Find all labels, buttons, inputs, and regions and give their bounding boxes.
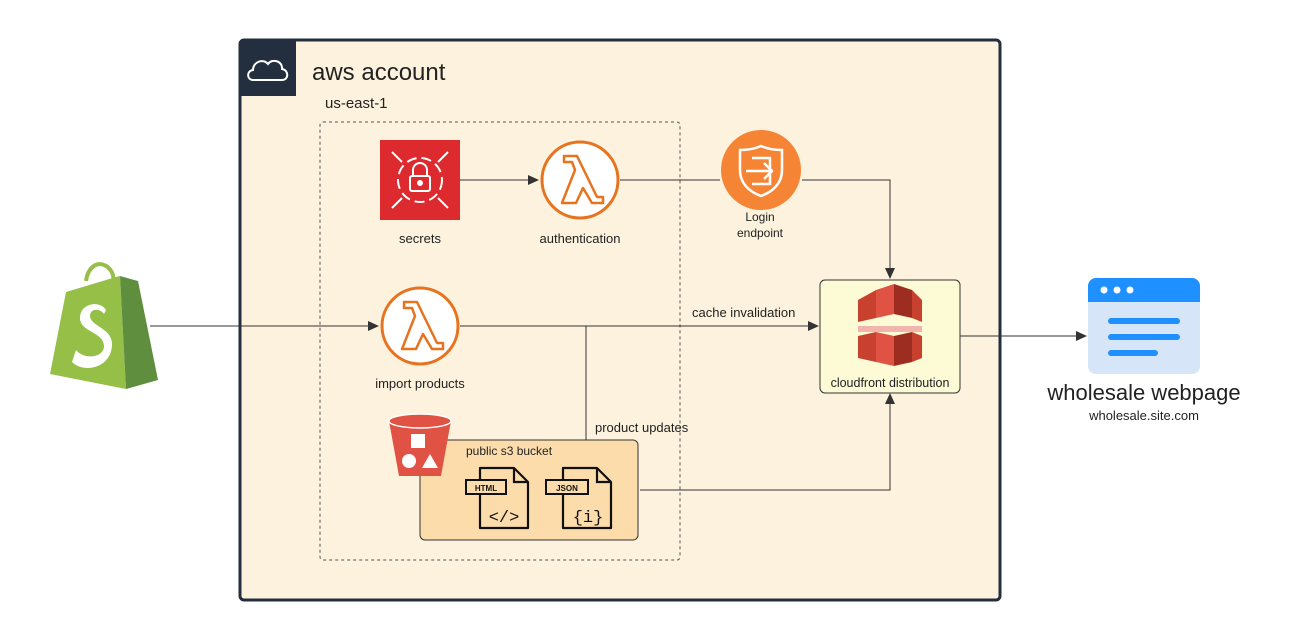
cache-invalidation-label: cache invalidation: [692, 305, 795, 320]
import-products-node: import products: [375, 286, 465, 391]
authentication-node: authentication: [540, 140, 621, 246]
region-label: us-east-1: [325, 95, 388, 112]
s3-bucket-icon: [388, 413, 452, 476]
webpage-url: wholesale.site.com: [1088, 408, 1199, 423]
authentication-label: authentication: [540, 231, 621, 246]
webpage-title: wholesale webpage: [1046, 380, 1240, 405]
product-updates-label: product updates: [595, 420, 689, 435]
bucket-label: public s3 bucket: [466, 444, 553, 458]
account-title: aws account: [312, 59, 446, 86]
import-products-label: import products: [375, 376, 465, 391]
browser-window-icon: [1088, 278, 1200, 374]
json-file-tag: JSON: [556, 484, 578, 493]
edge-bucket-to-cloudfront: [640, 393, 895, 491]
html-file-tag: HTML: [475, 484, 497, 493]
cloudfront-icon: [858, 284, 922, 366]
html-file-symbol: </>: [489, 509, 520, 528]
edges: [150, 175, 1087, 491]
lambda-icon: [380, 286, 460, 366]
cloudfront-label: cloudfront distribution: [831, 376, 950, 390]
json-file-icon: JSON {i}: [545, 466, 613, 530]
webpage-node: wholesale webpage wholesale.site.com: [1046, 278, 1241, 423]
edge-import-to-json: [460, 325, 591, 467]
login-node: Login endpoint: [721, 130, 801, 240]
lambda-icon: [540, 140, 620, 220]
secrets-manager-icon: [391, 151, 449, 209]
html-file-icon: HTML </>: [465, 466, 530, 530]
json-file-symbol: {i}: [573, 509, 604, 528]
edge-login-to-cloudfront: [802, 179, 895, 279]
s3-bucket-node: public s3 bucket HTML </> JSON {i}: [388, 413, 639, 541]
login-label-line2: endpoint: [737, 226, 784, 240]
login-endpoint-icon: [721, 130, 801, 210]
login-label-line1: Login: [745, 210, 774, 224]
secrets-node: secrets: [380, 140, 460, 246]
region-group: us-east-1: [319, 95, 681, 561]
shopify-node: [50, 262, 158, 389]
secrets-label: secrets: [399, 231, 441, 246]
shopify-bag-icon: [50, 262, 158, 389]
cloudfront-node: cloudfront distribution: [819, 279, 961, 394]
cloud-icon: [247, 59, 289, 81]
